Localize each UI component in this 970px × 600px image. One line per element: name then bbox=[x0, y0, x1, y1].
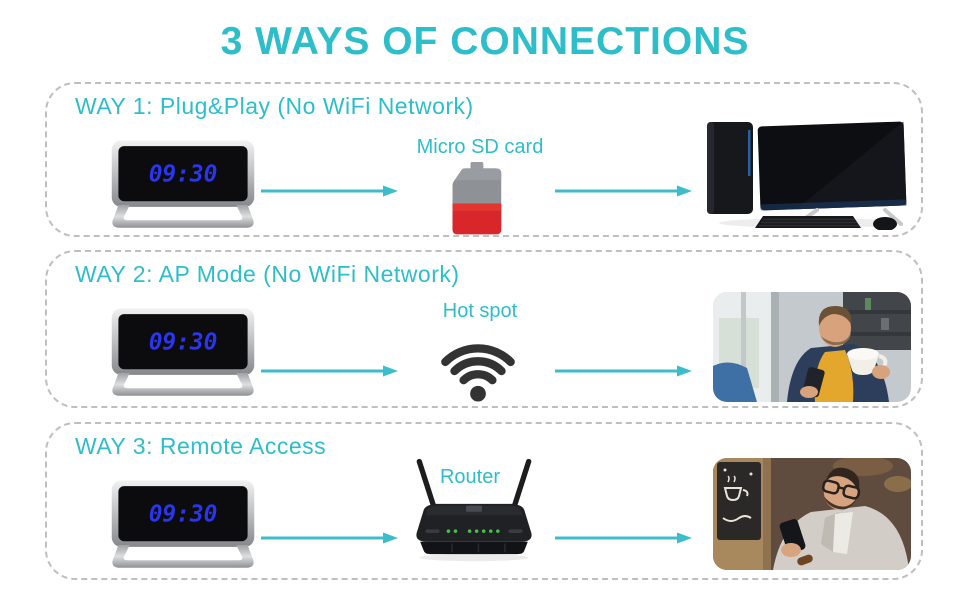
hot-spot-label: Hot spot bbox=[442, 300, 518, 322]
photo-man-drinking-coffee-with-phone bbox=[713, 292, 911, 402]
router-label: Router bbox=[439, 466, 501, 488]
way1-section: WAY 1: Plug&Play (No WiFi Network) 09:30… bbox=[45, 82, 923, 237]
router-icon bbox=[399, 454, 549, 566]
wifi-hotspot-icon bbox=[427, 330, 529, 402]
clock-camera-icon: 09:30 bbox=[111, 308, 255, 396]
way1-heading: WAY 1: Plug&Play (No WiFi Network) bbox=[75, 93, 474, 119]
clock-camera: 09:30 bbox=[107, 306, 259, 402]
desktop-computer-icon bbox=[707, 121, 907, 230]
arrow-right-icon bbox=[261, 365, 398, 377]
clock-camera: 09:30 bbox=[107, 138, 259, 234]
arrow-right-icon bbox=[261, 532, 398, 544]
clock-camera-icon: 09:30 bbox=[111, 480, 255, 568]
photo-man-using-phone bbox=[713, 458, 911, 570]
micro-sd-card-icon bbox=[439, 162, 513, 238]
way2-section: WAY 2: AP Mode (No WiFi Network) 09:30 H… bbox=[45, 250, 923, 408]
clock-display: 09:30 bbox=[149, 501, 218, 527]
clock-display: 09:30 bbox=[149, 329, 218, 355]
clock-display: 09:30 bbox=[149, 161, 218, 187]
arrow-right-icon bbox=[555, 532, 692, 544]
arrow-right-icon bbox=[555, 365, 692, 377]
micro-sd-card-label: Micro SD card bbox=[416, 136, 544, 158]
arrow-right-icon bbox=[261, 185, 398, 197]
arrow-right-icon bbox=[555, 185, 692, 197]
way2-heading: WAY 2: AP Mode (No WiFi Network) bbox=[75, 261, 460, 287]
clock-camera-icon: 09:30 bbox=[111, 140, 255, 228]
way3-section: WAY 3: Remote Access 09:30 Router bbox=[45, 422, 923, 580]
desktop-computer bbox=[699, 118, 911, 230]
way3-heading: WAY 3: Remote Access bbox=[75, 433, 327, 459]
clock-camera: 09:30 bbox=[107, 478, 259, 574]
page-title: 3 WAYS OF CONNECTIONS bbox=[220, 20, 750, 63]
